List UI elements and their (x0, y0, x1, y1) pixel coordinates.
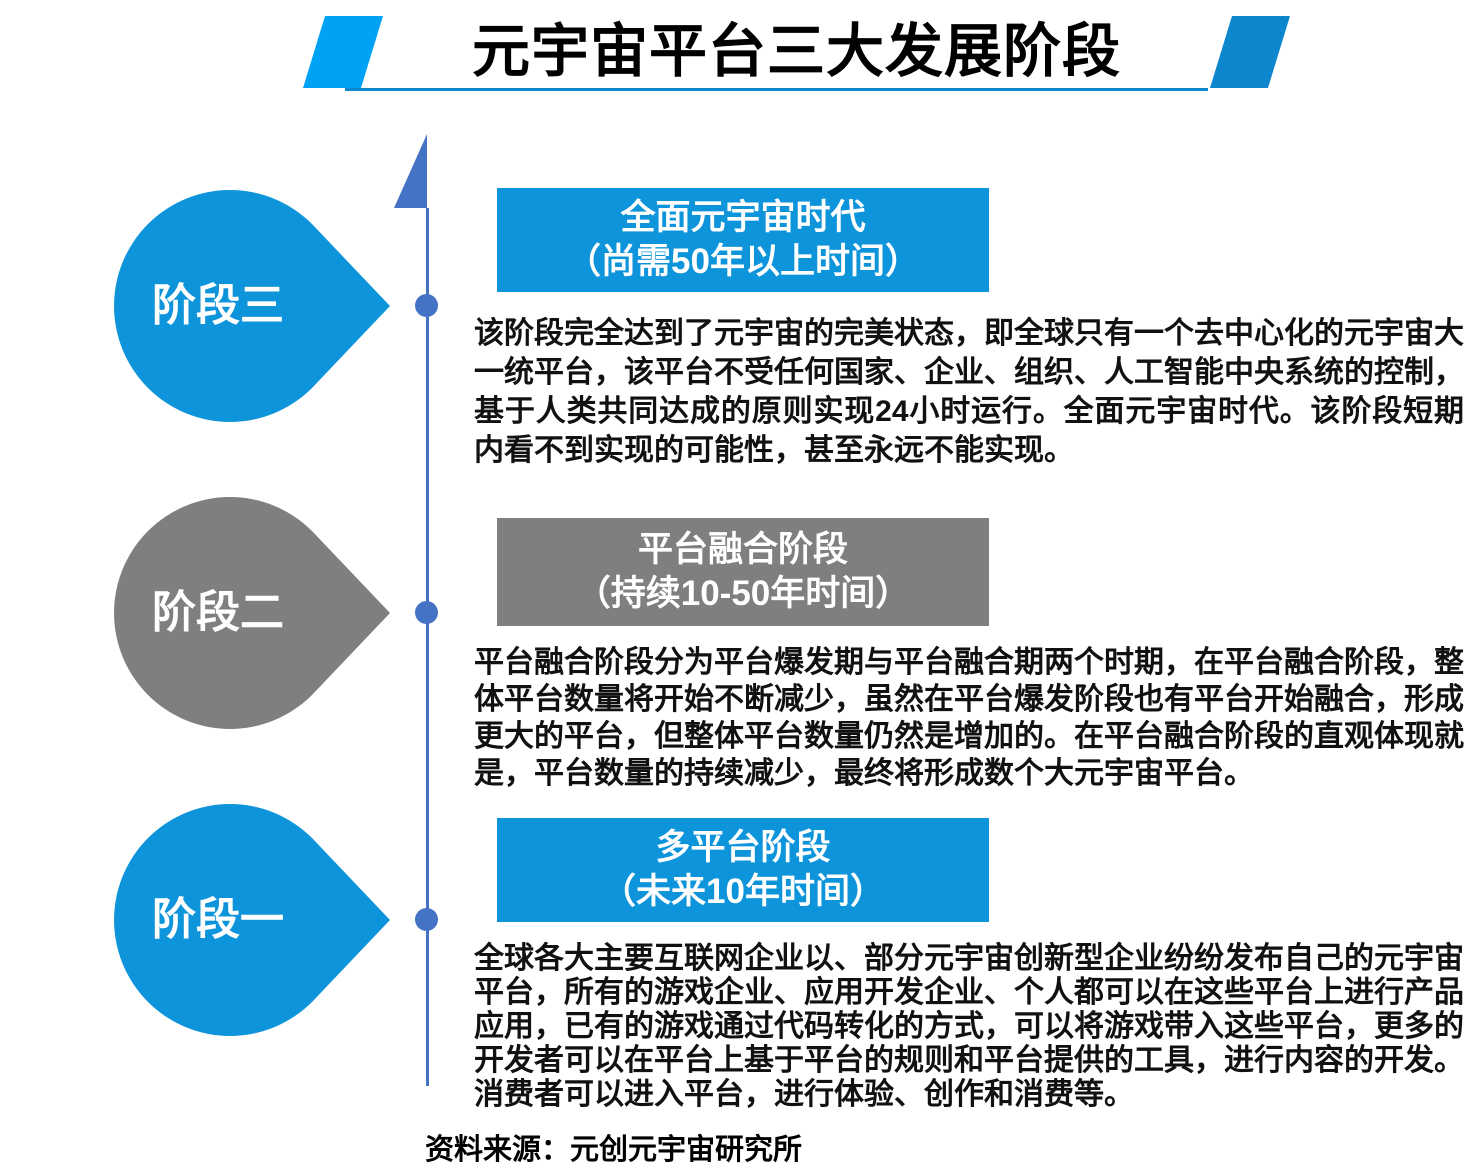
stage-three-description: 该阶段完全达到了元宇宙的完美状态，即全球只有一个去中心化的元宇宙大一统平台，该平… (474, 317, 1464, 467)
stage-one-teardrop (114, 804, 391, 1036)
stage-one-description: 全球各大主要互联网企业以、部分元宇宙创新型企业纷纷发布自己的元宇宙平台，所有的游… (474, 942, 1464, 1111)
teardrop-shape (114, 804, 391, 1036)
title-underline (345, 88, 1208, 91)
timeline-dot (415, 294, 438, 317)
title-decoration-left-parallelogram (302, 16, 383, 88)
title-decoration-right-parallelogram (1209, 16, 1290, 88)
stage-three-header-box: 全面元宇宙时代 （尚需50年以上时间） (497, 188, 989, 292)
stage-two-description: 平台融合阶段分为平台爆发期与平台融合期两个时期，在平台融合阶段，整体平台数量将开… (474, 646, 1464, 790)
stage-one-header-box: 多平台阶段 （未来10年时间） (497, 818, 989, 922)
timeline-arrow-shape (394, 134, 427, 208)
timeline-arrow-icon (394, 134, 427, 208)
stage-two-header-title: 平台融合阶段 (637, 530, 848, 569)
stage-three-label: 阶段三 (152, 281, 284, 330)
stage-two-header-subtitle: （持续10-50年时间） (575, 574, 911, 613)
stage-three-teardrop (114, 190, 391, 422)
stage-two-header-box: 平台融合阶段 （持续10-50年时间） (497, 518, 989, 626)
timeline-line (426, 208, 429, 1086)
stage-two-label: 阶段二 (152, 588, 284, 637)
teardrop-shape (114, 497, 391, 729)
timeline-dot (415, 601, 438, 624)
page-title: 元宇宙平台三大发展阶段 (471, 19, 1121, 84)
stage-one-label: 阶段一 (152, 895, 284, 944)
timeline-dot (415, 908, 438, 931)
stage-three-header-title: 全面元宇宙时代 (620, 198, 866, 237)
stage-one-header-subtitle: （未来10年时间） (601, 872, 885, 911)
stage-three-header-subtitle: （尚需50年以上时间） (566, 242, 920, 281)
source-note: 资料来源：元创元宇宙研究所 (425, 1134, 803, 1166)
teardrop-shape (114, 190, 391, 422)
stage-one-header-title: 多平台阶段 (655, 828, 831, 867)
stage-two-teardrop (114, 497, 391, 729)
